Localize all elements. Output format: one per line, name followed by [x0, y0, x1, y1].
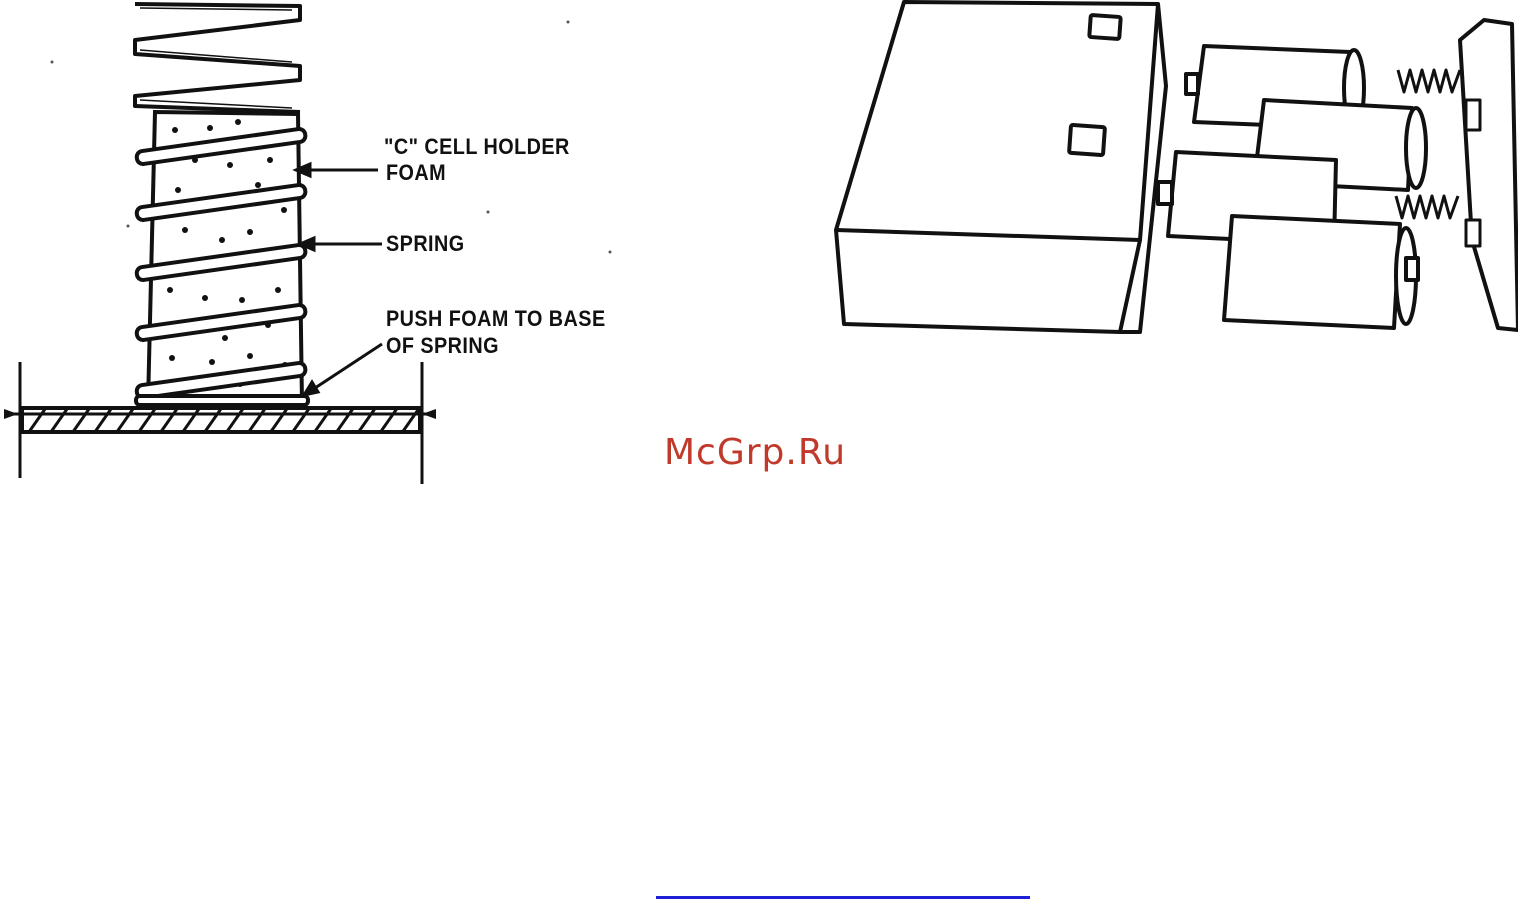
- label-push-foam-line1: PUSH FOAM TO BASE: [386, 306, 606, 332]
- label-push-foam-line2: OF SPRING: [386, 333, 499, 359]
- label-c-cell-holder: "C" CELL HOLDER: [384, 134, 570, 160]
- battery-box-diagram: [820, 0, 1518, 345]
- c-cell-4: [1224, 216, 1418, 328]
- leader-lines: [296, 164, 382, 395]
- label-spring: SPRING: [386, 231, 465, 257]
- spring-foam-diagram: [0, 0, 700, 490]
- spring-top-coils: [135, 4, 300, 112]
- battery-box: [836, 2, 1166, 332]
- watermark: McGrp.Ru: [664, 432, 846, 473]
- label-foam: FOAM: [386, 160, 446, 186]
- bottom-rule: [656, 896, 1030, 899]
